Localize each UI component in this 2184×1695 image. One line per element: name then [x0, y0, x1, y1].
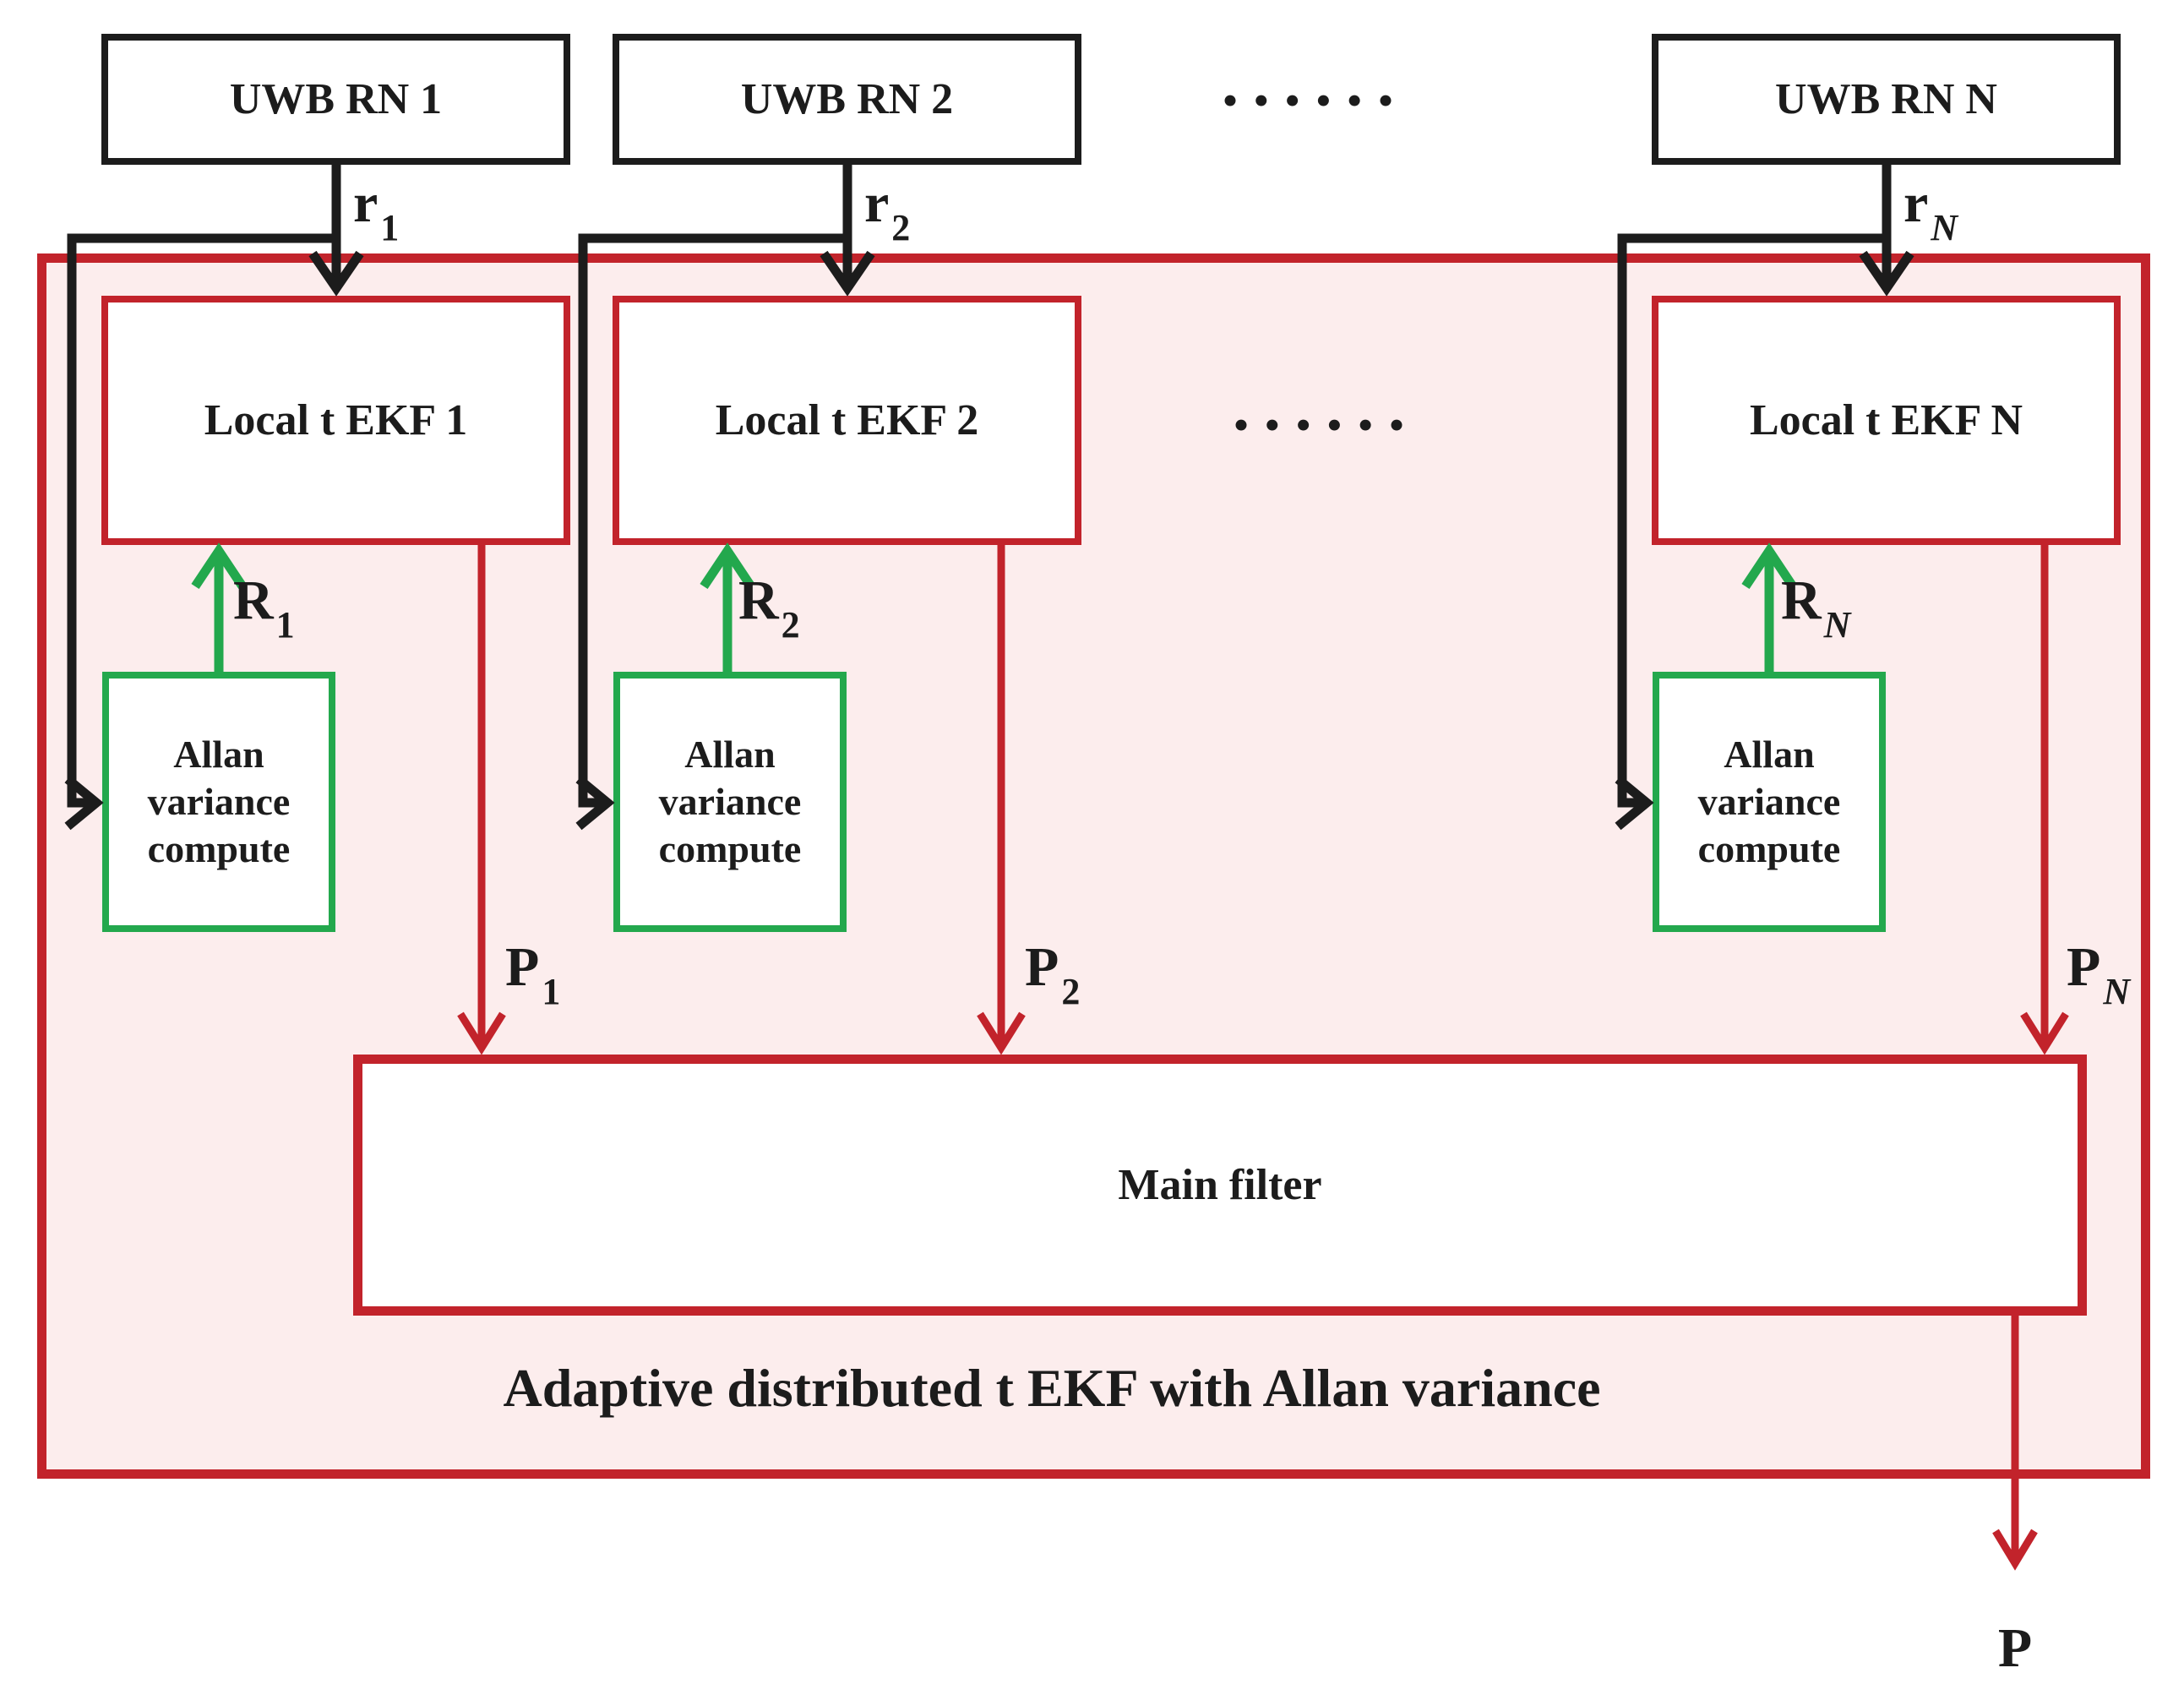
local-ekf-1-box: Local t EKF 1: [101, 296, 570, 545]
Rn-label: RN: [1781, 570, 1851, 646]
top-ellipsis-dots: ••••••: [1223, 79, 1410, 123]
uwb-rn-1-box: UWB RN 1: [101, 34, 570, 165]
allan-variance-n-box: Allan variance compute: [1653, 672, 1886, 932]
R1-label: R1: [233, 570, 295, 646]
container-caption: Adaptive distributed t EKF with Allan va…: [503, 1358, 1601, 1418]
allan-variance-2-label: Allan variance compute: [658, 732, 802, 871]
middle-ellipsis-dots: ••••••: [1234, 403, 1421, 448]
main-filter-box: Main filter: [353, 1055, 2087, 1316]
main-filter-label: Main filter: [1118, 1161, 1322, 1209]
P2-label: P2: [1025, 936, 1081, 1012]
local-ekf-1-label: Local t EKF 1: [204, 396, 468, 444]
uwb-rn-n-label: UWB RN N: [1775, 75, 1997, 123]
output-p-arrowhead: [1992, 1529, 2038, 1571]
uwb-rn-1-label: UWB RN 1: [229, 75, 443, 123]
uwb-rn-n-box: UWB RN N: [1652, 34, 2121, 165]
allan-variance-2-box: Allan variance compute: [613, 672, 847, 932]
allan-variance-1-label: Allan variance compute: [147, 732, 291, 871]
allan-variance-n-label: Allan variance compute: [1697, 732, 1841, 871]
local-ekf-n-box: Local t EKF N: [1652, 296, 2121, 545]
uwb-rn-2-label: UWB RN 2: [740, 75, 954, 123]
uwb-rn-2-box: UWB RN 2: [613, 34, 1081, 165]
r1-label: r1: [353, 172, 400, 248]
allan-variance-1-box: Allan variance compute: [102, 672, 335, 932]
rn-label: rN: [1904, 172, 1958, 248]
P1-label: P1: [505, 936, 561, 1012]
local-ekf-n-label: Local t EKF N: [1749, 396, 2023, 444]
r2-label: r2: [864, 172, 911, 248]
Pn-label: PN: [2067, 936, 2131, 1012]
output-p-label: P: [1997, 1617, 2033, 1679]
R2-label: R2: [738, 570, 800, 646]
local-ekf-2-label: Local t EKF 2: [715, 396, 979, 444]
local-ekf-2-box: Local t EKF 2: [613, 296, 1081, 545]
